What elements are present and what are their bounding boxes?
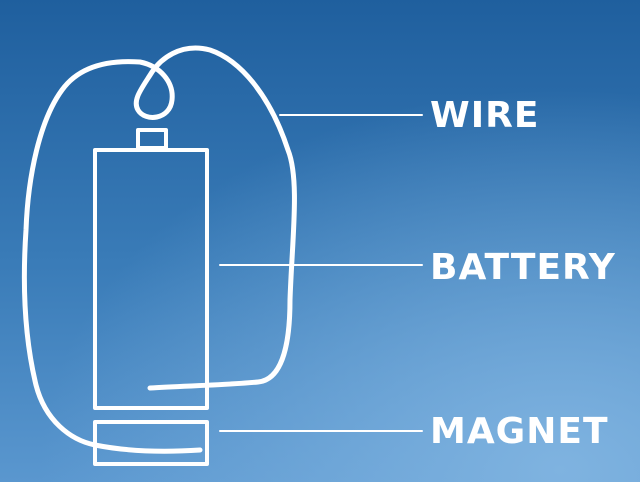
battery-body — [93, 148, 209, 410]
wire-label: WIRE — [430, 95, 540, 136]
battery-terminal — [136, 128, 168, 150]
battery-label: BATTERY — [430, 247, 616, 288]
magnet-block — [93, 420, 209, 466]
wire-loop — [21, 45, 297, 454]
magnet-label: MAGNET — [430, 411, 609, 452]
